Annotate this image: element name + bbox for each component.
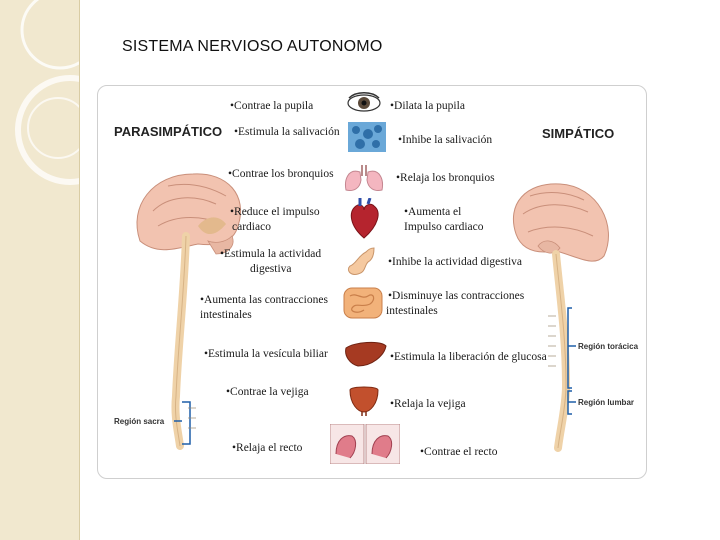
intestines-icon	[343, 287, 383, 319]
bladder-icon	[349, 386, 379, 416]
diagram-art	[136, 173, 609, 452]
para-effect-saliva: •Estimula la salivación	[234, 126, 340, 138]
autonomic-nervous-system-diagram: PARASIMPÁTICO SIMPÁTICO •Contrae l	[97, 85, 647, 479]
eye-icon	[347, 92, 381, 112]
para-effect-gallbladder: •Estimula la vesícula biliar	[204, 348, 328, 360]
sympathetic-header: SIMPÁTICO	[542, 126, 615, 141]
symp-effect-bronchi: •Relaja los bronquios	[396, 172, 495, 184]
para-effect-bladder: •Contrae la vejiga	[226, 386, 309, 398]
left-brain-illustration	[136, 173, 242, 255]
symp-effect-bladder: •Relaja la vejiga	[390, 398, 466, 410]
symp-effect-saliva: •Inhibe la salivación	[398, 134, 493, 146]
region-lumbar-label: Región lumbar	[578, 398, 635, 407]
thoracic-bracket	[567, 307, 572, 389]
decorative-circles	[15, 0, 79, 185]
para-effect-digestive-line2: digestiva	[250, 263, 292, 275]
region-thoracic-label: Región torácica	[578, 342, 639, 351]
parasympathetic-header: PARASIMPÁTICO	[114, 124, 223, 139]
para-effect-bronchi: •Contrae los bronquios	[228, 168, 334, 180]
salivary-gland-icon	[348, 122, 386, 152]
region-sacral-label: Región sacra	[114, 417, 165, 426]
slide-title: SISTEMA NERVIOSO AUTONOMO	[122, 38, 383, 55]
lungs-icon	[345, 165, 383, 191]
decorative-sidebar	[0, 0, 80, 540]
liver-icon	[345, 341, 387, 367]
para-effect-intestine-line2: intestinales	[200, 309, 252, 321]
symp-effect-glucose: •Estimula la liberación de glucosa	[390, 351, 547, 363]
symp-effect-intestine-line1: •Disminuye las contracciones	[388, 290, 525, 302]
stomach-icon	[347, 247, 375, 275]
symp-effect-heart-line1: •Aumenta el	[404, 206, 462, 218]
rectum-icon	[330, 424, 400, 464]
symp-effect-rectum: •Contrae el recto	[420, 446, 498, 458]
right-brain-illustration	[512, 183, 609, 262]
symp-effect-digestive: •Inhibe la actividad digestiva	[388, 256, 522, 268]
symp-effect-intestine-line2: intestinales	[386, 305, 438, 317]
heart-icon	[350, 198, 379, 239]
sacral-bracket	[182, 401, 191, 445]
para-effect-rectum: •Relaja el recto	[232, 442, 303, 454]
para-effect-pupil: •Contrae la pupila	[230, 100, 314, 112]
para-effect-intestine-line1: •Aumenta las contracciones	[200, 294, 328, 306]
symp-effect-heart-line2: Impulso cardiaco	[404, 221, 484, 233]
para-effect-heart-line2: cardiaco	[232, 221, 271, 233]
para-effect-heart-line1: •Reduce el impulso	[230, 206, 320, 218]
symp-effect-pupil: •Dilata la pupila	[390, 100, 465, 112]
para-effect-digestive-line1: •Estimula la actividad	[220, 248, 322, 260]
